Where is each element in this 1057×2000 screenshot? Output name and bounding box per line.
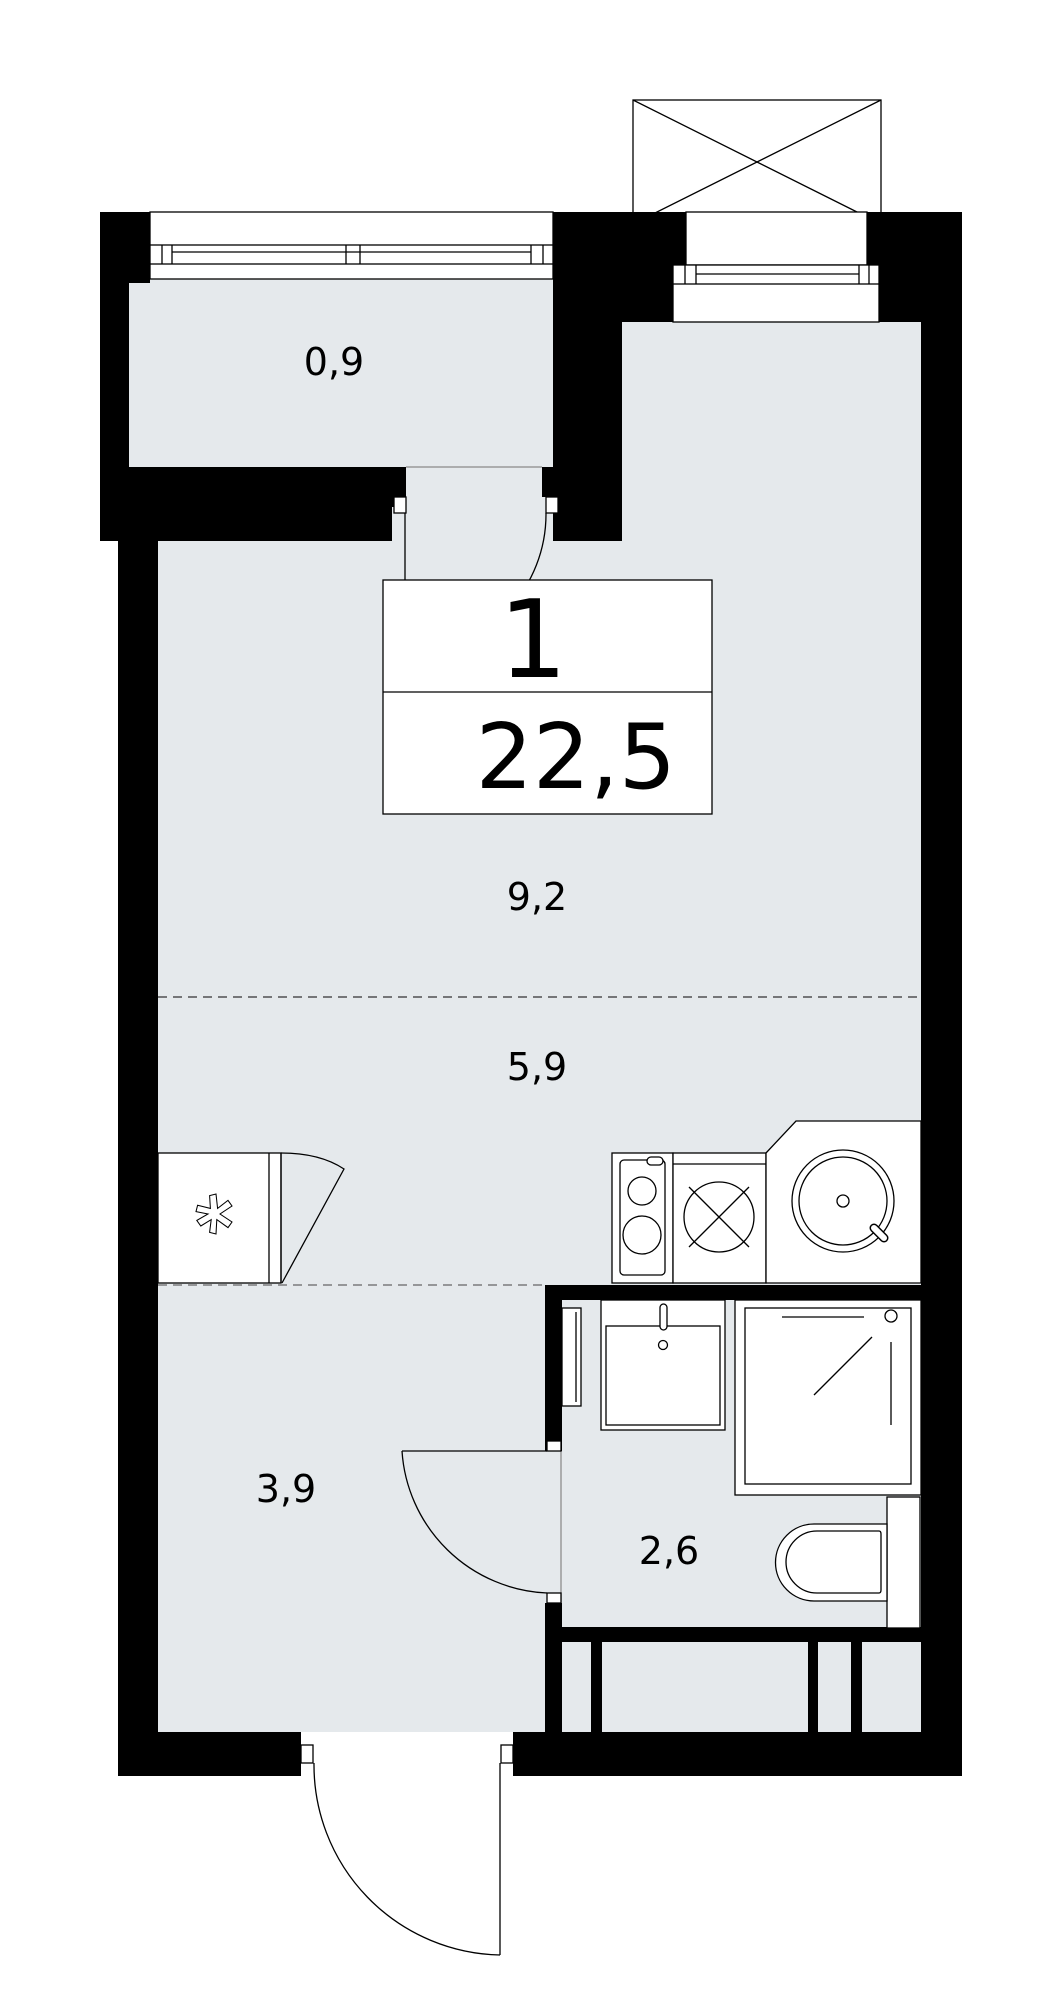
bathroom-door [401,1440,562,1604]
balcony-area: 0,9 [304,340,364,384]
rooms-count: 1 [499,578,568,703]
bathroom-area: 2,6 [639,1529,699,1573]
walls [100,212,962,1776]
hallway-area: 3,9 [256,1467,316,1511]
entrance-door[interactable] [300,1744,514,1956]
balcony-door-floor [406,467,542,547]
towel-rail-icon [561,1307,582,1407]
apartment-summary-box: 1 22,5 [382,578,713,815]
living-area: 9,2 [507,875,567,919]
area-labels: 0,9 9,2 5,9 3,9 2,6 [256,340,699,1573]
kitchen-counter [611,1120,922,1284]
kitchen-area: 5,9 [507,1045,567,1089]
ventilation-shaft-icon [632,99,882,225]
toilet-icon [774,1496,921,1629]
total-area: 22,5 [476,705,676,810]
fridge-icon [157,1152,345,1284]
room-window [672,211,880,323]
balcony-window [149,211,554,280]
bathroom-fixtures [561,1299,922,1629]
